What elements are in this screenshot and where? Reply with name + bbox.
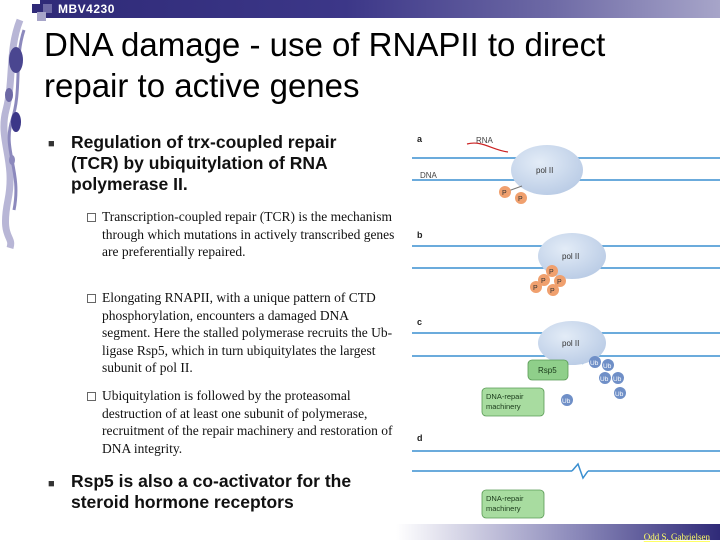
phospho-circle (538, 274, 550, 286)
phospho-circle (546, 265, 558, 277)
phospho-label: P (550, 288, 555, 295)
panel-label-b: b (417, 230, 423, 240)
ub-label: Ub (603, 363, 612, 370)
header-square-dark (32, 4, 41, 13)
pol-ii-blob (538, 321, 606, 365)
footer-bar (0, 524, 720, 540)
course-code: MBV4230 (58, 2, 115, 16)
phospho-label: P (549, 269, 554, 276)
ub-circle (614, 387, 626, 399)
sub-bullet-elongating: Elongating RNAPII, with a unique pattern… (102, 290, 393, 375)
pol-ii-label: pol II (562, 252, 579, 261)
rna-label: RNA (476, 136, 494, 145)
phospho-circle (499, 186, 511, 198)
phospho-label: P (557, 279, 562, 286)
phospho-circle (530, 281, 542, 293)
ub-circle (561, 394, 573, 406)
dna-label: DNA (420, 171, 438, 180)
pol-ii-label: pol II (562, 339, 579, 348)
ub-circle (602, 359, 614, 371)
phospho-circle (547, 284, 559, 296)
panel-label-a: a (417, 134, 423, 144)
tcr-figure: a RNA DNA pol II P P b pol II P P P P P … (412, 134, 720, 519)
author-credit: Odd S. Gabrielsen (643, 532, 710, 542)
phospho-circle (554, 275, 566, 287)
sub-bullet-box-icon (87, 213, 96, 222)
rsp5-box (527, 359, 569, 381)
ub-label: Ub (615, 391, 624, 398)
ub-label: Ub (600, 376, 609, 383)
decorative-swirl (0, 18, 26, 250)
panel-label-c: c (417, 317, 422, 327)
phospho-label: P (518, 196, 523, 203)
repair-label-line2: machinery (486, 504, 521, 513)
bullet-text-regulation: Regulation of trx-coupled repair (TCR) b… (71, 132, 337, 194)
sub-bullet-ubiquitylation: Ubiquitylation is followed by the protea… (102, 388, 393, 456)
header-square-light (37, 12, 46, 21)
sub-bullet-box-icon (87, 392, 96, 401)
repair-label-line1: DNA-repair (486, 392, 524, 401)
pol-ii-blob (511, 145, 583, 195)
sub-bullet-box-icon (87, 294, 96, 303)
repair-machinery-box (481, 387, 545, 417)
panel-label-d: d (417, 433, 423, 443)
repair-label-line2: machinery (486, 402, 521, 411)
bullet-text-rsp5: Rsp5 is also a co-activator for the ster… (71, 471, 352, 512)
repair-machinery-box (481, 489, 545, 519)
ub-label: Ub (590, 360, 599, 367)
bullet-square-icon: ■ (48, 138, 55, 150)
ub-label: Ub (562, 398, 571, 405)
bullet-square-icon: ■ (48, 478, 55, 490)
sub-bullet-tcr: Transcription-coupled repair (TCR) is th… (102, 209, 395, 259)
phospho-label: P (502, 190, 507, 197)
slide-title: DNA damage - use of RNAPII to direct rep… (44, 26, 606, 104)
phospho-label: P (533, 285, 538, 292)
rsp5-label: Rsp5 (538, 366, 557, 375)
header-bar (40, 0, 720, 18)
phospho-circle (515, 192, 527, 204)
phospho-label: P (541, 278, 546, 285)
ub-label: Ub (613, 376, 622, 383)
repair-label-line1: DNA-repair (486, 494, 524, 503)
ub-circle (599, 372, 611, 384)
ub-circle (589, 356, 601, 368)
header-square-mid (43, 4, 52, 13)
pol-ii-label: pol II (536, 166, 553, 175)
ub-circle (612, 372, 624, 384)
